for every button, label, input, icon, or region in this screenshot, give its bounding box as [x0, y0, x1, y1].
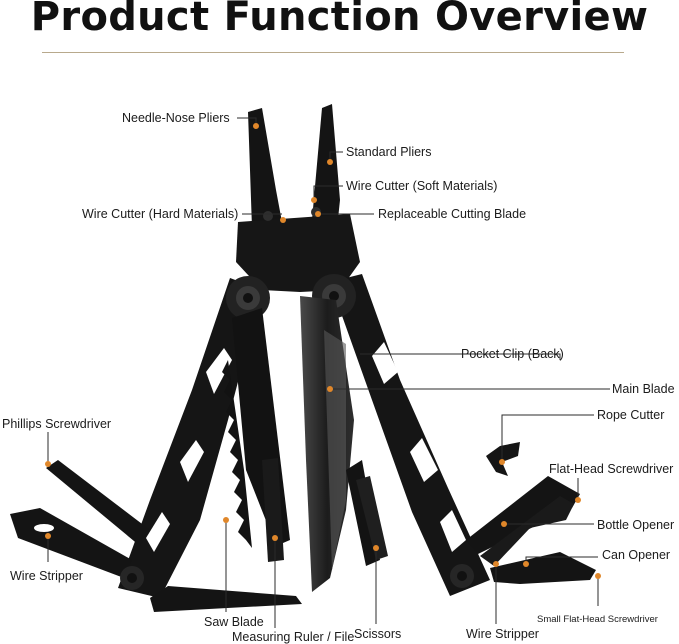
marker-needle-nose-pliers	[253, 123, 259, 129]
label-standard-pliers: Standard Pliers	[346, 145, 432, 159]
label-measuring-ruler: Measuring Ruler / File	[232, 630, 355, 644]
marker-wire-cutter-hard	[280, 217, 286, 223]
marker-measuring-ruler	[272, 535, 278, 541]
label-rope-cutter: Rope Cutter	[597, 408, 665, 422]
marker-replaceable-blade	[315, 211, 321, 217]
marker-standard-pliers	[327, 159, 333, 165]
phillips-screwdriver-arm	[46, 460, 150, 546]
markers	[45, 123, 601, 579]
label-pocket-clip: Pocket Clip (Back)	[461, 347, 564, 361]
rope-cutter-hook	[486, 442, 520, 476]
pliers-head	[236, 214, 360, 292]
leader-wire-cutter-soft	[313, 185, 343, 200]
marker-main-blade	[327, 386, 333, 392]
scissors-blade	[356, 476, 388, 560]
label-phillips-screwdriver: Phillips Screwdriver	[2, 417, 112, 431]
label-wire-stripper-left: Wire Stripper	[10, 569, 83, 583]
leader-pocket-clip	[360, 353, 561, 360]
leader-lines	[47, 117, 610, 628]
flat-head-screwdriver-arm	[466, 476, 580, 554]
label-small-flat-head-screwdriver: Small Flat-Head Screwdriver	[537, 614, 658, 625]
marker-small-flat-head	[595, 573, 601, 579]
title-divider	[42, 52, 624, 53]
right-handle-cutout	[410, 438, 438, 482]
right-handle	[330, 274, 490, 596]
marker-rope-cutter	[499, 459, 505, 465]
marker-wire-cutter-soft	[311, 197, 317, 203]
ruler-file	[262, 458, 284, 562]
right-handle-cutout	[440, 510, 466, 552]
saw-teeth	[222, 360, 252, 548]
left-handle-cutout	[206, 348, 232, 394]
wire-stripper-hole	[34, 524, 54, 532]
label-wire-cutter-hard: Wire Cutter (Hard Materials)	[82, 207, 239, 221]
marker-can-opener	[523, 561, 529, 567]
label-replaceable-cutting-blade: Replaceable Cutting Blade	[378, 207, 527, 221]
marker-scissors	[373, 545, 379, 551]
label-wire-cutter-soft: Wire Cutter (Soft Materials)	[346, 179, 498, 193]
label-wire-stripper-right: Wire Stripper	[466, 627, 539, 641]
label-needle-nose-pliers: Needle-Nose Pliers	[122, 111, 230, 125]
left-handle-cutout	[180, 440, 204, 482]
needle-nose-jaw	[248, 108, 282, 240]
right-handle-cutout	[372, 342, 398, 384]
label-flat-head-screwdriver: Flat-Head Screwdriver	[549, 462, 674, 476]
marker-wire-stripper-left	[45, 533, 51, 539]
label-saw-blade: Saw Blade	[204, 615, 264, 629]
bottle-opener-arm	[480, 496, 574, 566]
marker-saw-blade	[223, 517, 229, 523]
marker-wire-stripper-right	[493, 561, 499, 567]
label-can-opener: Can Opener	[602, 548, 671, 562]
marker-bottle-opener	[501, 521, 507, 527]
marker-phillips	[45, 461, 51, 467]
leader-rope-cutter	[501, 414, 594, 462]
page-title: Product Function Overview	[30, 0, 649, 40]
label-main-blade: Main Blade	[612, 382, 675, 396]
leader-standard-pliers	[329, 151, 343, 162]
label-scissors: Scissors	[354, 627, 402, 641]
jaw-screw	[263, 211, 273, 221]
marker-flat-head	[575, 497, 581, 503]
can-opener-arm	[490, 552, 596, 584]
label-bottle-opener: Bottle Opener	[597, 518, 675, 532]
left-handle-cutout	[146, 512, 170, 552]
